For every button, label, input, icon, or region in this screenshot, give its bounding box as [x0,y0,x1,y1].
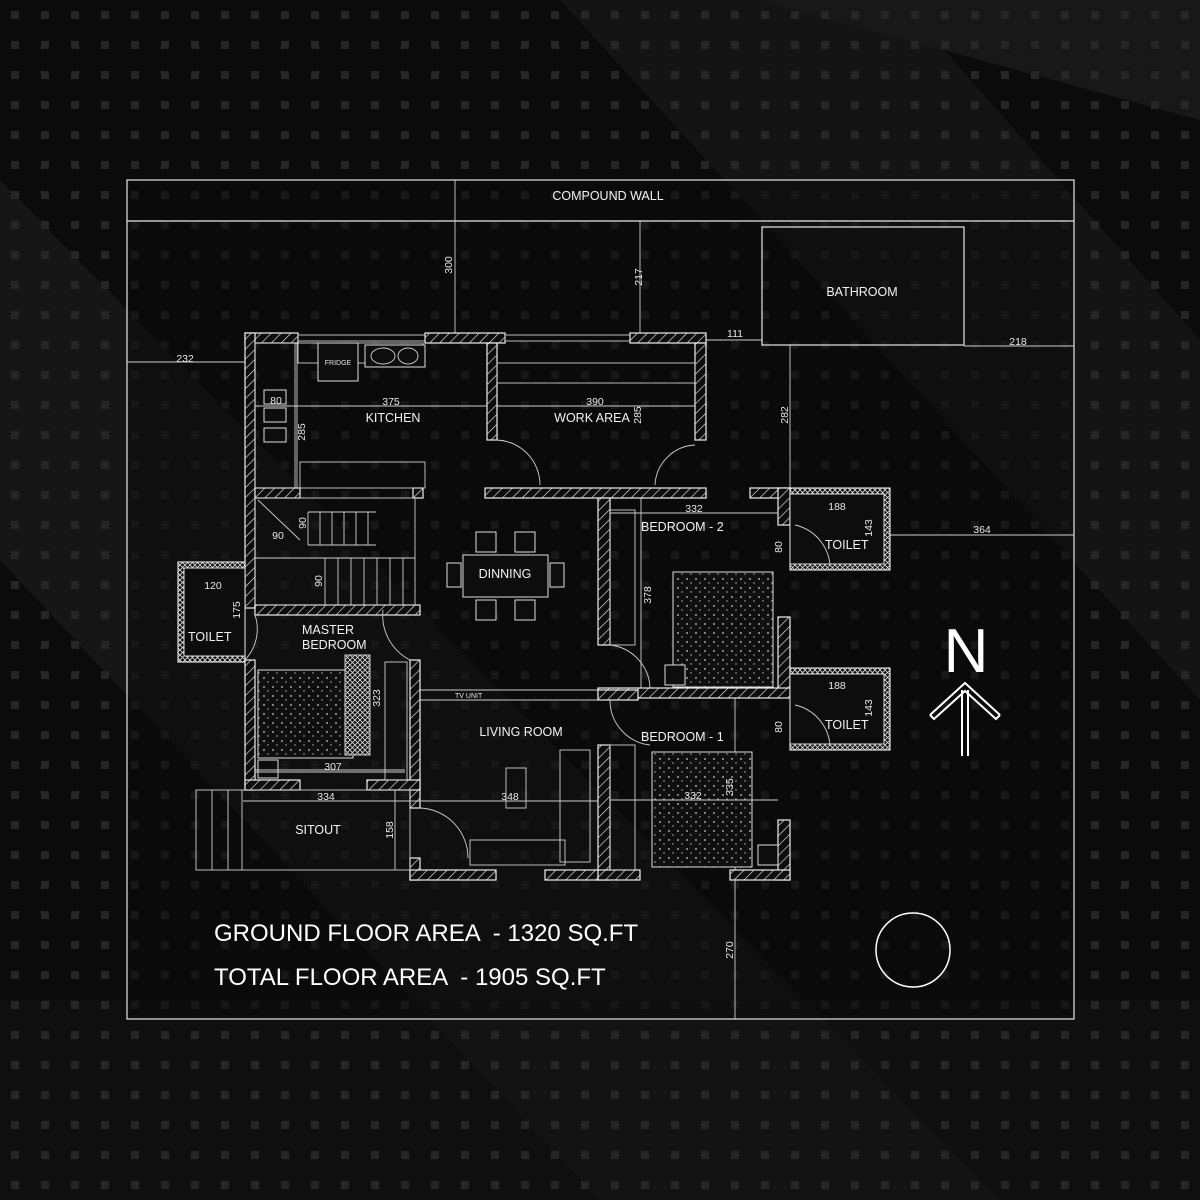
label-tv-unit: TV UNIT [455,693,483,700]
dim: 332 [684,790,702,802]
dim: 282 [779,406,791,424]
dim: 143 [863,519,875,537]
dim: 285 [632,406,644,424]
dim: 332 [685,503,703,515]
dim: 378 [642,586,654,604]
dim: 232 [176,353,194,365]
dim: 364 [973,524,991,536]
label-dinning: DINNING [479,567,532,581]
circle-marker [875,912,951,988]
area-summary: GROUND FLOOR AREA - 1320 SQ.FT TOTAL FLO… [214,920,638,991]
kitchen-counter [254,342,296,489]
dim: 90 [313,575,325,587]
label-work-area: WORK AREA [554,411,630,425]
dim: 90 [297,517,309,529]
bathroom-block [761,226,965,346]
dim: 120 [204,580,222,592]
total-floor-area: TOTAL FLOOR AREA - 1905 SQ.FT [214,964,606,991]
label-kitchen: KITCHEN [366,411,421,425]
ground-floor-area: GROUND FLOOR AREA - 1320 SQ.FT [214,920,638,947]
label-sitout: SITOUT [295,823,341,837]
dim: 188 [828,680,846,692]
arrow-up-icon [929,681,1001,756]
dim: 90 [272,530,284,542]
dim: 307 [324,761,342,773]
dim: 285 [296,423,308,441]
dim: 218 [1009,336,1027,348]
staircase [254,497,416,606]
label-toilet-bedroom-2: TOILET [825,538,869,552]
label-compound-wall: COMPOUND WALL [552,189,663,203]
label-fridge: FRIDGE [325,360,352,367]
dim: 300 [443,256,455,274]
north-arrow: N [929,617,1001,756]
dim: 80 [773,541,785,553]
label-master-bedroom: BEDROOM [302,638,367,652]
dim: 375 [382,396,400,408]
dim: 80 [270,395,282,407]
bedroom-1-bed [651,751,753,868]
dim: 348 [501,791,519,803]
dim: 80 [773,721,785,733]
dim: 111 [727,328,743,340]
dim: 323 [371,689,383,707]
bedroom-2-bed [672,571,774,688]
dim: 188 [828,501,846,513]
dining-table [446,531,565,621]
site-boundary [126,179,1075,1020]
dim: 175 [231,601,243,619]
label-bedroom-1: BEDROOM - 1 [641,730,724,744]
label-bathroom: BATHROOM [826,285,897,299]
setback-dimensions [127,180,1074,1019]
dim: 334 [317,791,335,803]
dim: 143 [863,699,875,717]
dim: 158 [384,821,396,839]
room-labels: COMPOUND WALL BATHROOM FRIDGE KITCHEN WO… [188,189,898,837]
inner-dimension-lines [243,343,778,870]
label-living-room: LIVING ROOM [479,725,562,739]
dim: 217 [633,268,645,286]
north-label: N [944,617,989,686]
dim: 335 [724,778,736,796]
fridge [317,342,359,382]
dimension-labels: 300 217 111 218 232 375 390 285 285 282 … [176,256,1027,959]
label-master: MASTER [302,623,354,637]
label-bedroom-2: BEDROOM - 2 [641,520,724,534]
furniture [195,342,831,871]
sitout-steps [195,789,411,871]
label-toilet-bedroom-1: TOILET [825,718,869,732]
dim: 270 [724,941,736,959]
label-toilet-master: TOILET [188,630,232,644]
master-bed [257,669,354,759]
dim: 390 [586,396,604,408]
